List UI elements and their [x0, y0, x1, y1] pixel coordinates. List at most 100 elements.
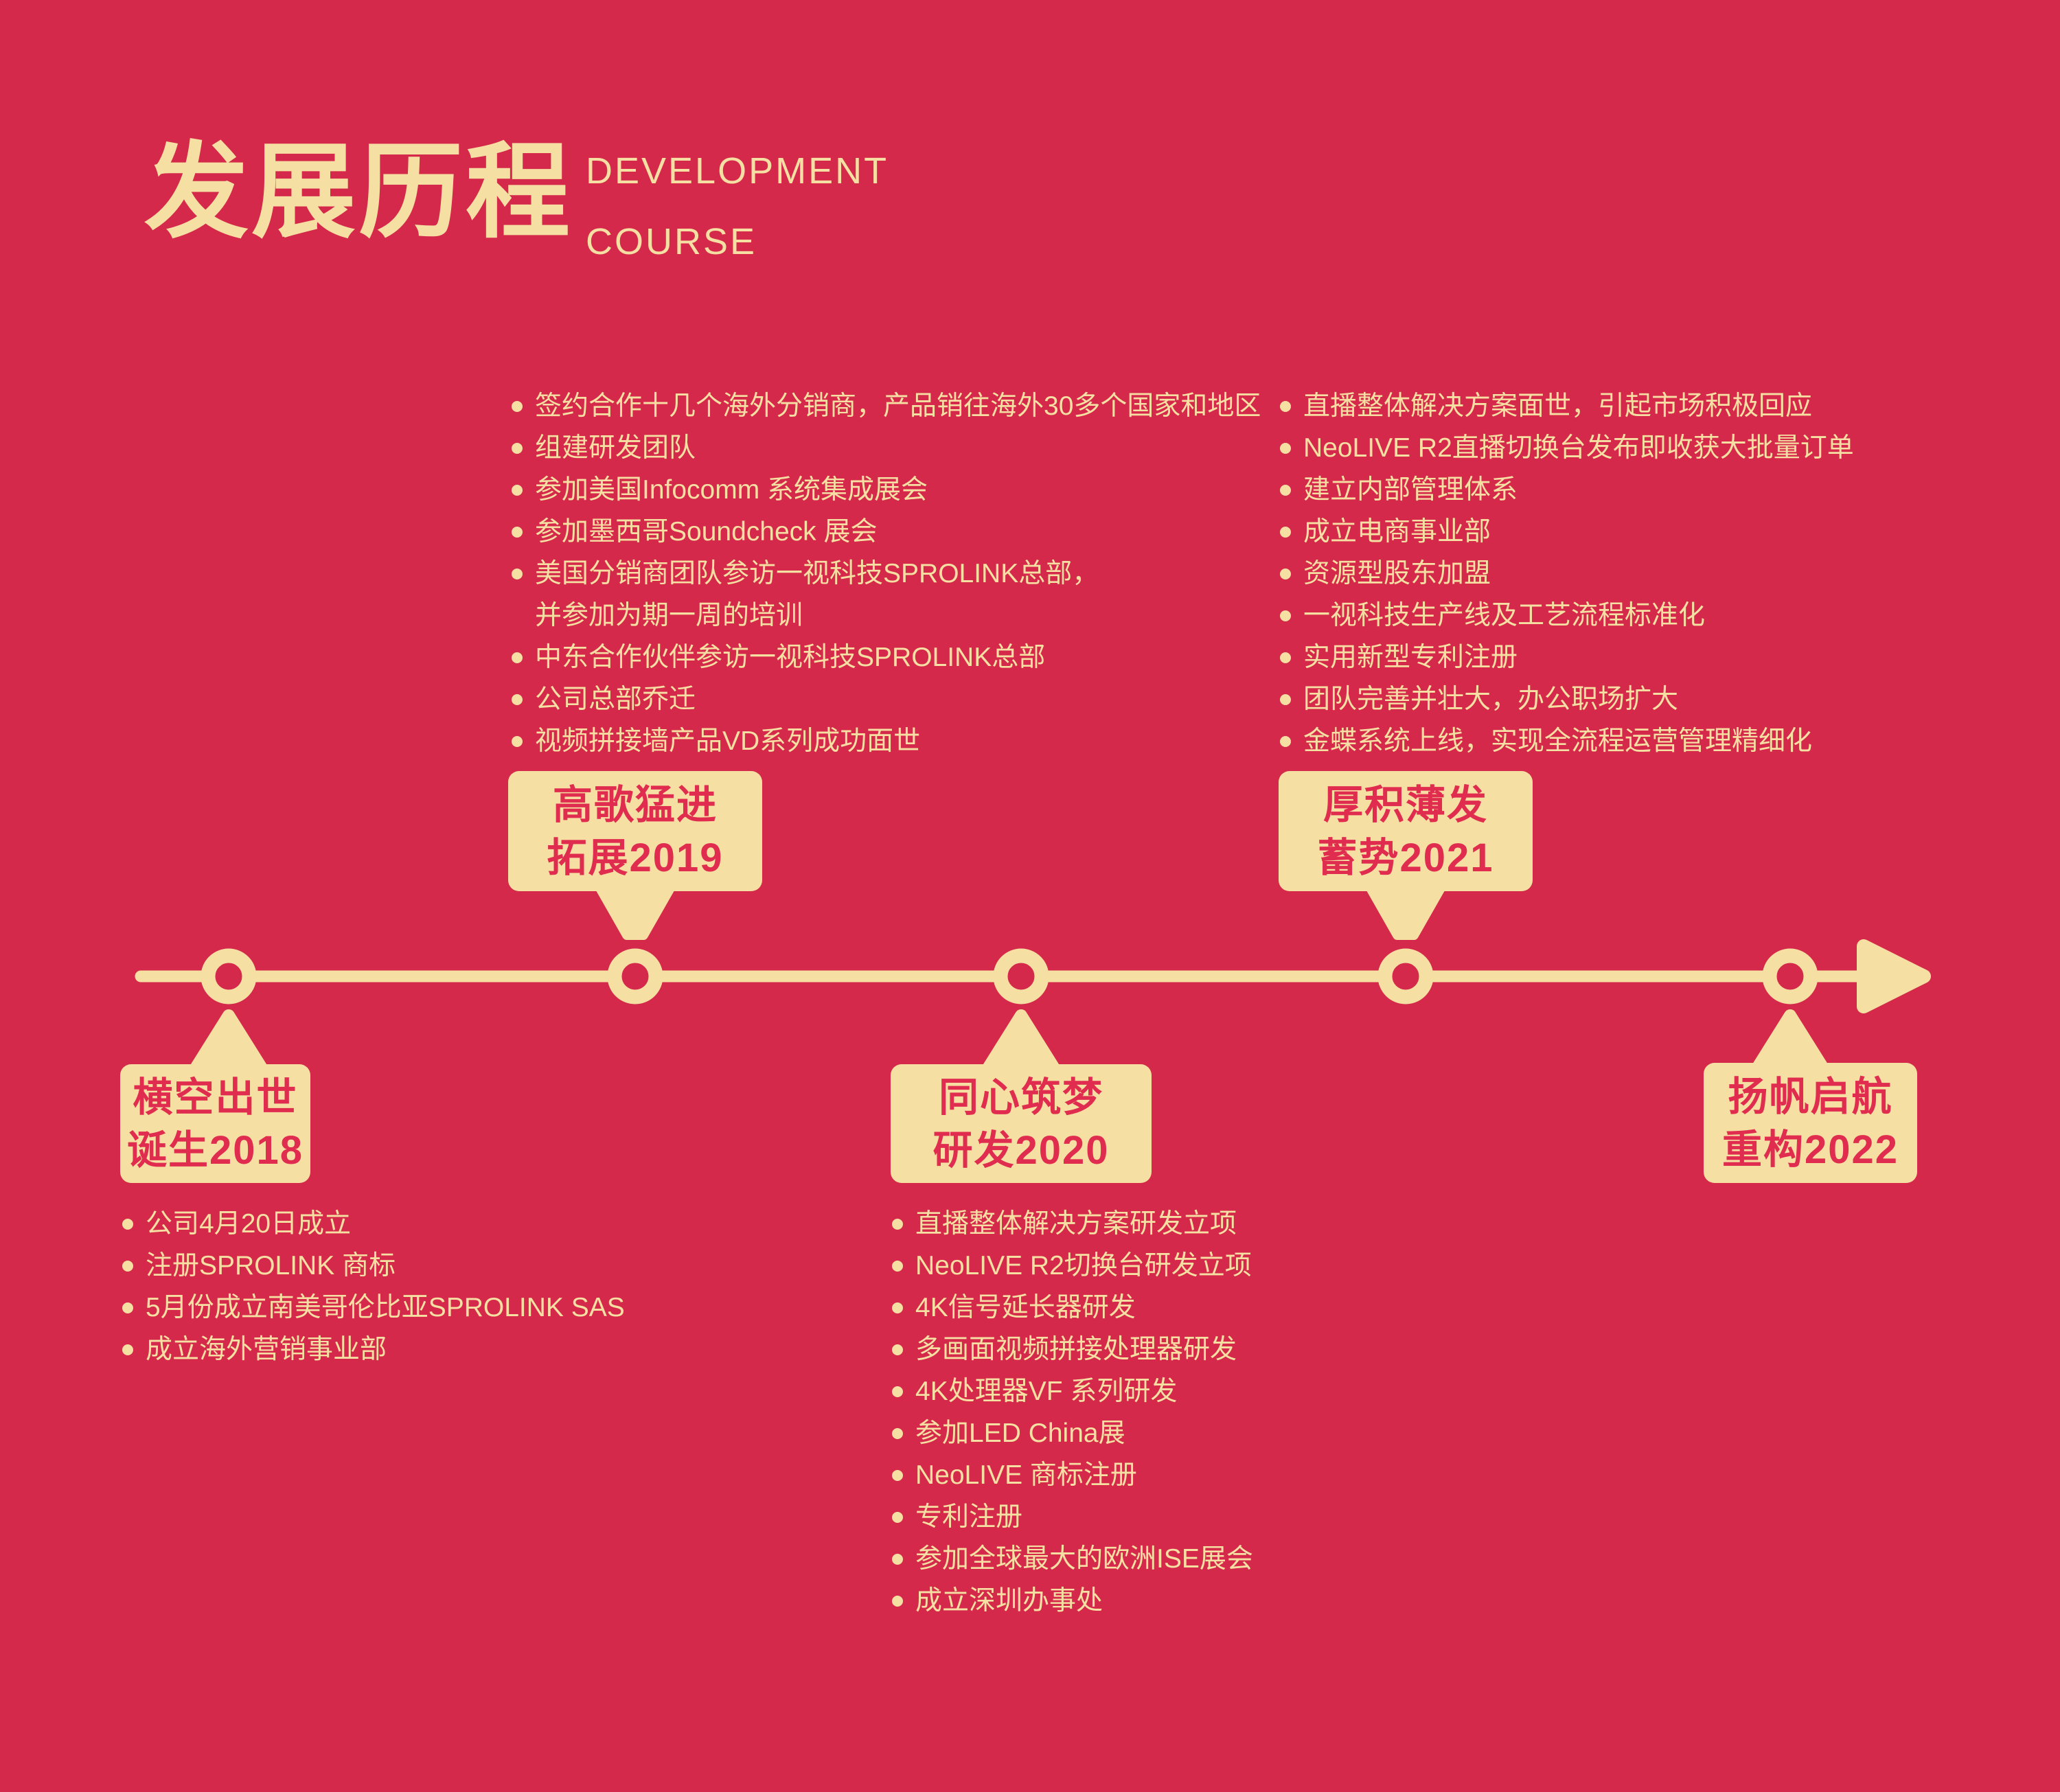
bullet-dot-icon: [1280, 735, 1291, 747]
event-item: 视频拼接墙产品VD系列成功面世: [512, 720, 1261, 762]
event-text: 5月份成立南美哥伦比亚SPROLINK SAS: [146, 1293, 625, 1322]
event-item: 实用新型专利注册: [1280, 636, 1854, 678]
bullet-dot-icon: [1280, 610, 1291, 621]
event-item: NeoLIVE R2直播切换台发布即收获大批量订单: [1280, 427, 1854, 469]
event-text: 签约合作十几个海外分销商，产品销往海外30多个国家和地区: [535, 391, 1261, 421]
event-text: 并参加为期一周的培训: [535, 601, 803, 630]
event-text: 中东合作伙伴参访一视科技SPROLINK总部: [535, 643, 1046, 672]
event-item: 4K处理器VF 系列研发: [892, 1370, 1253, 1412]
bullet-dot-icon: [122, 1302, 133, 1313]
event-item: 5月份成立南美哥伦比亚SPROLINK SAS: [122, 1287, 625, 1329]
event-text: 4K信号延长器研发: [915, 1293, 1136, 1322]
page-subtitle-line1: DEVELOPMENT: [586, 150, 889, 192]
timeline-arrow-icon: [1857, 939, 1931, 1013]
callout-2021-line1: 厚积薄发: [1323, 782, 1488, 827]
callout-2018-line2: 诞生2018: [126, 1127, 304, 1173]
bullet-dot-icon: [892, 1218, 903, 1230]
callout-2021: 厚积薄发 蓄势2021: [1279, 771, 1533, 891]
event-text: 参加墨西哥Soundcheck 展会: [535, 517, 878, 547]
event-item: 资源型股东加盟: [1280, 553, 1854, 595]
bullet-dot-icon: [512, 735, 523, 747]
callout-2022: 扬帆启航 重构2022: [1704, 1063, 1917, 1183]
page-subtitle-line2: COURSE: [586, 221, 757, 262]
callout-2018-line1: 横空出世: [133, 1075, 298, 1120]
event-text: 实用新型专利注册: [1303, 643, 1518, 672]
event-text: 一视科技生产线及工艺流程标准化: [1303, 601, 1706, 630]
event-text: 组建研发团队: [535, 433, 696, 463]
callout-pointer-2021: [1364, 881, 1447, 940]
page-subtitle: DEVELOPMENT COURSE: [586, 136, 889, 277]
bullet-dot-icon: [1280, 484, 1291, 496]
event-item: 美国分销商团队参访一视科技SPROLINK总部，: [512, 553, 1261, 595]
bullet-dot-icon: [892, 1386, 903, 1397]
event-text: 资源型股东加盟: [1303, 559, 1491, 588]
bullet-dot-icon: [892, 1427, 903, 1439]
event-text: 专利注册: [915, 1502, 1023, 1532]
event-text: 成立海外营销事业部: [146, 1335, 387, 1364]
event-item: 专利注册: [892, 1496, 1253, 1538]
bullet-dot-icon: [512, 484, 523, 496]
page-title: 发展历程: [144, 134, 573, 251]
event-text: 公司总部乔迁: [535, 685, 696, 714]
event-item: 成立海外营销事业部: [122, 1329, 625, 1370]
event-item: 4K信号延长器研发: [892, 1287, 1253, 1329]
bullet-dot-icon: [122, 1218, 133, 1230]
bullet-dot-icon: [512, 693, 523, 705]
event-item: 直播整体解决方案面世，引起市场积极回应: [1280, 385, 1854, 427]
bullet-dot-icon: [1280, 693, 1291, 705]
event-text: NeoLIVE R2直播切换台发布即收获大批量订单: [1303, 433, 1854, 463]
bullet-dot-icon: [892, 1511, 903, 1523]
event-item: 团队完善并壮大，办公职场扩大: [1280, 678, 1854, 720]
bullet-dot-icon: [892, 1302, 903, 1313]
event-text: NeoLIVE R2切换台研发立项: [915, 1251, 1252, 1280]
bullet-dot-icon: [1280, 526, 1291, 538]
event-text: 视频拼接墙产品VD系列成功面世: [535, 726, 921, 756]
callout-2019-line2: 拓展2019: [547, 835, 724, 880]
timeline-node-2022: [1762, 948, 1818, 1004]
milestone-2018-events: 公司4月20日成立 注册SPROLINK 商标 5月份成立南美哥伦比亚SPROL…: [122, 1203, 625, 1370]
timeline-node-2021: [1377, 948, 1434, 1004]
event-item: 中东合作伙伴参访一视科技SPROLINK总部: [512, 636, 1261, 678]
event-item: 参加墨西哥Soundcheck 展会: [512, 511, 1261, 553]
event-text: 参加美国Infocomm 系统集成展会: [535, 475, 928, 505]
bullet-dot-icon: [892, 1260, 903, 1272]
milestone-2019-events: 签约合作十几个海外分销商，产品销往海外30多个国家和地区 组建研发团队 参加美国…: [512, 385, 1261, 762]
callout-2019-line1: 高歌猛进: [552, 782, 718, 827]
callout-2020-line2: 研发2020: [932, 1127, 1110, 1173]
timeline-node-2018: [201, 948, 257, 1004]
bullet-dot-icon: [512, 652, 523, 663]
callout-2022-line1: 扬帆启航: [1728, 1074, 1893, 1119]
bullet-dot-icon: [1280, 568, 1291, 579]
event-item: 成立深圳办事处: [892, 1580, 1253, 1622]
event-text: 直播整体解决方案研发立项: [915, 1209, 1237, 1239]
event-item: 金蝶系统上线，实现全流程运营管理精细化: [1280, 720, 1854, 762]
event-item: 多画面视频拼接处理器研发: [892, 1329, 1253, 1370]
event-item: NeoLIVE R2切换台研发立项: [892, 1245, 1253, 1287]
event-item: 公司总部乔迁: [512, 678, 1261, 720]
event-item: NeoLIVE 商标注册: [892, 1454, 1253, 1496]
event-text: NeoLIVE 商标注册: [915, 1460, 1137, 1490]
event-item: 注册SPROLINK 商标: [122, 1245, 625, 1287]
event-text: 注册SPROLINK 商标: [146, 1251, 396, 1280]
callout-2020: 同心筑梦 研发2020: [891, 1064, 1152, 1183]
bullet-dot-icon: [122, 1260, 133, 1272]
timeline-node-2019: [607, 948, 663, 1004]
bullet-dot-icon: [512, 526, 523, 538]
event-item: 参加全球最大的欧洲ISE展会: [892, 1538, 1253, 1580]
event-text: 团队完善并壮大，办公职场扩大: [1303, 685, 1679, 714]
bullet-dot-icon: [512, 442, 523, 454]
bullet-dot-icon: [892, 1344, 903, 1355]
callout-2022-line2: 重构2022: [1721, 1127, 1899, 1172]
bullet-dot-icon: [892, 1469, 903, 1481]
event-item-continuation: 并参加为期一周的培训: [512, 595, 1261, 636]
milestone-2020-events: 直播整体解决方案研发立项 NeoLIVE R2切换台研发立项 4K信号延长器研发…: [892, 1203, 1253, 1622]
bullet-dot-icon: [1280, 400, 1291, 412]
event-text: 4K处理器VF 系列研发: [915, 1377, 1178, 1406]
callout-pointer-2019: [594, 881, 676, 940]
event-item: 直播整体解决方案研发立项: [892, 1203, 1253, 1245]
event-item: 签约合作十几个海外分销商，产品销往海外30多个国家和地区: [512, 385, 1261, 427]
callout-2019: 高歌猛进 拓展2019: [508, 771, 762, 891]
bullet-dot-icon: [122, 1344, 133, 1355]
event-text: 成立电商事业部: [1303, 517, 1491, 547]
